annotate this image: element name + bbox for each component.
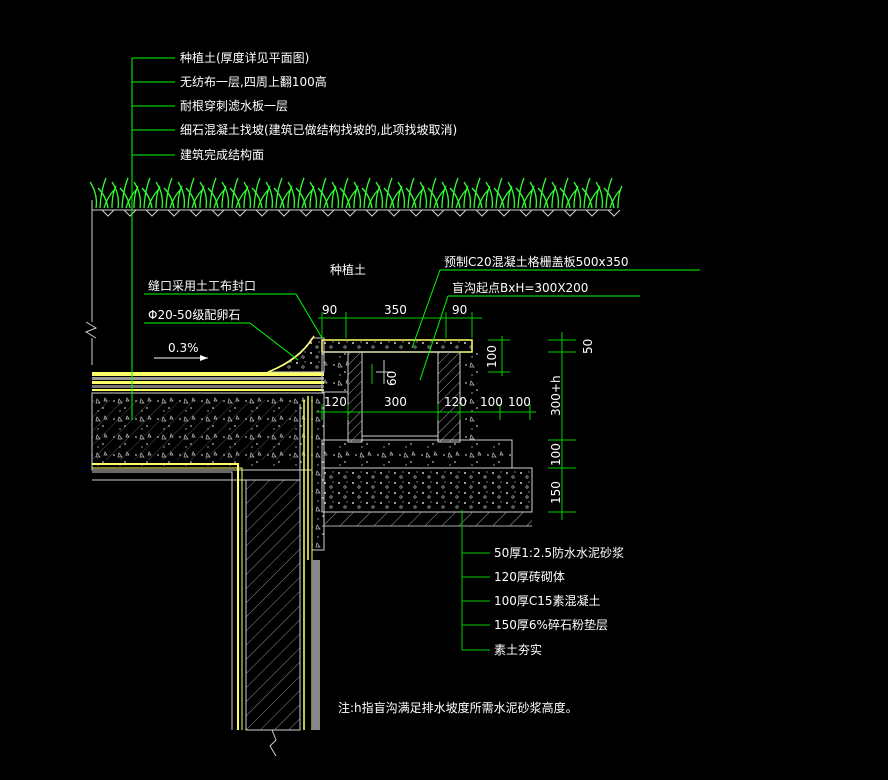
label-planting-soil-thickness: 种植土(厚度详见平面图) (180, 50, 309, 65)
grass-tuft (507, 177, 535, 209)
dim-120-left: 120 (324, 395, 347, 409)
soil-tick (277, 209, 291, 217)
grass-tuft (573, 177, 601, 209)
grass-tufts (89, 177, 623, 209)
label-nonwoven-fabric: 无纺布一层,四周上翻100高 (180, 74, 327, 89)
soil-tick (497, 209, 511, 217)
soil-tick (233, 209, 247, 217)
dim-90-left: 90 (322, 303, 337, 317)
grass-surface (89, 177, 623, 217)
label-fine-concrete-slope: 细石混凝土找坡(建筑已做结构找坡的,此项找坡取消) (180, 122, 457, 137)
soil-tick (167, 209, 181, 217)
soil-tick (255, 209, 269, 217)
grass-tuft (221, 177, 249, 209)
grass-tuft (441, 177, 469, 209)
grass-tuft (111, 177, 139, 209)
slope-arrow: 0.3% (154, 341, 208, 361)
label-trench-start: 盲沟起点BxH=300X200 (452, 280, 588, 295)
label-grating-cover: 预制C20混凝土格栅盖板500x350 (444, 254, 629, 269)
soil-tick (453, 209, 467, 217)
grass-tuft (595, 177, 623, 209)
label-waterproof-mortar: 50厚1:2.5防水水泥砂浆 (494, 545, 624, 560)
dim-50: 50 (581, 339, 595, 354)
soil-tick (607, 209, 621, 217)
grass-tuft (89, 177, 117, 209)
dim-100-vertical: 100 (485, 345, 499, 368)
dim-300: 300 (384, 395, 407, 409)
dim-350: 350 (384, 303, 407, 317)
grass-tuft (419, 177, 447, 209)
footnote: 注:h指盲沟满足排水坡度所需水泥砂浆高度。 (338, 700, 578, 715)
grass-tuft (199, 177, 227, 209)
grass-tuft (265, 177, 293, 209)
dim-300-plus-h: 300+h (549, 375, 563, 416)
break-line-left (84, 200, 98, 365)
dim-100-b: 100 (508, 395, 531, 409)
grass-tuft (551, 177, 579, 209)
soil-ticks (101, 209, 621, 217)
soil-tick (145, 209, 159, 217)
soil-tick (475, 209, 489, 217)
label-plain-concrete: 100厚C15素混凝土 (494, 593, 601, 608)
dim-100-right: 100 (549, 443, 563, 466)
mid-label-group: 种植土 预制C20混凝土格栅盖板500x350 盲沟起点BxH=300X200 … (144, 254, 700, 381)
grass-tuft (155, 177, 183, 209)
dimension-text-group: 90 350 90 100 60 120 300 120 100 100 50 … (322, 303, 595, 504)
grass-tuft (243, 177, 271, 209)
label-compacted-soil: 素土夯实 (494, 642, 542, 657)
label-root-resistant-board: 耐根穿刺滤水板一层 (180, 98, 288, 113)
wall-structure (92, 396, 320, 757)
dimension-group (316, 312, 576, 651)
label-structure-surface: 建筑完成结构面 (180, 147, 264, 162)
dim-60: 60 (385, 371, 399, 386)
drainage-trench (267, 335, 533, 527)
soil-tick (343, 209, 357, 217)
grass-tuft (177, 177, 205, 209)
grass-tuft (133, 177, 161, 209)
dim-100-a: 100 (480, 395, 503, 409)
label-gravel-cushion: 150厚6%碎石粉垫层 (494, 617, 608, 632)
soil-tick (101, 209, 115, 217)
dim-90-right: 90 (452, 303, 467, 317)
soil-tick (519, 209, 533, 217)
soil-tick (563, 209, 577, 217)
soil-tick (541, 209, 555, 217)
label-gravel: Φ20-50级配卵石 (148, 308, 240, 322)
grass-tuft (485, 177, 513, 209)
soil-tick (409, 209, 423, 217)
soil-tick (585, 209, 599, 217)
soil-tick (123, 209, 137, 217)
soil-tick (387, 209, 401, 217)
label-brick-masonry: 120厚砖砌体 (494, 569, 565, 584)
soil-tick (211, 209, 225, 217)
label-seam-geotextile: 缝口采用土工布封口 (148, 278, 256, 293)
dim-120-right: 120 (444, 395, 467, 409)
grass-tuft (375, 177, 403, 209)
grass-tuft (529, 177, 557, 209)
grass-tuft (353, 177, 381, 209)
slope-label: 0.3% (168, 341, 199, 355)
grass-tuft (309, 177, 337, 209)
dim-150: 150 (549, 481, 563, 504)
label-planting-soil: 种植土 (330, 262, 366, 277)
soil-tick (431, 209, 445, 217)
grass-tuft (287, 177, 315, 209)
grass-tuft (463, 177, 491, 209)
grass-tuft (397, 177, 425, 209)
bottom-label-group: 50厚1:2.5防水水泥砂浆 120厚砖砌体 100厚C15素混凝土 150厚6… (494, 545, 624, 657)
grass-tuft (331, 177, 359, 209)
soil-tick (299, 209, 313, 217)
top-leader-group: 种植土(厚度详见平面图) 无纺布一层,四周上翻100高 耐根穿刺滤水板一层 细石… (131, 50, 457, 420)
soil-tick (189, 209, 203, 217)
soil-tick (321, 209, 335, 217)
soil-tick (365, 209, 379, 217)
